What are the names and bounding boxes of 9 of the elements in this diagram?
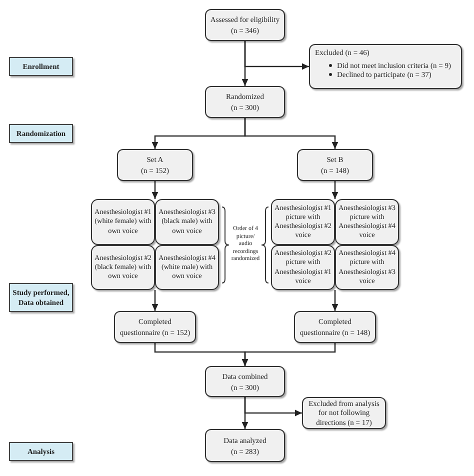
arrow [244, 397, 302, 416]
arrow [152, 181, 158, 199]
exclusion-box [309, 44, 462, 89]
arrow [152, 290, 158, 311]
arrow [244, 118, 338, 149]
arrow [242, 343, 336, 366]
arrow [332, 181, 338, 199]
arrow [332, 290, 338, 311]
arrow [244, 41, 309, 70]
